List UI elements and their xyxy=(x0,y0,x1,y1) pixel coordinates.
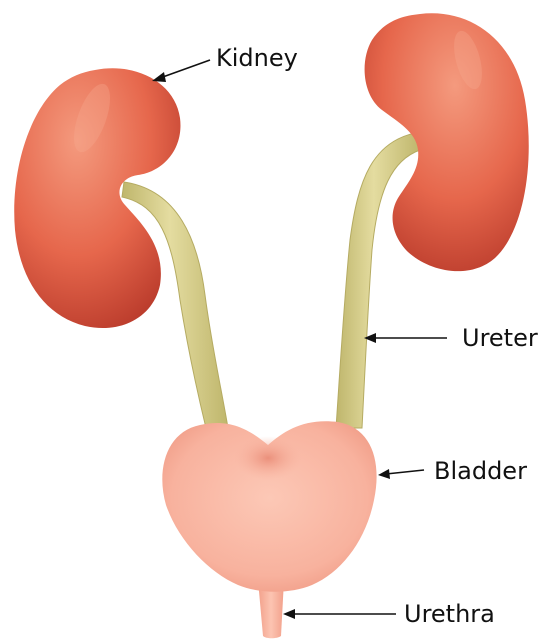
right-kidney xyxy=(365,13,529,271)
kidney-arrow xyxy=(160,60,210,78)
urethra-label-group: Urethra xyxy=(283,600,495,628)
kidney-label: Kidney xyxy=(216,44,298,72)
bladder-label-group: Bladder xyxy=(378,457,527,485)
right-ureter xyxy=(336,132,420,428)
bladder-label: Bladder xyxy=(434,457,527,485)
urethra-arrowhead xyxy=(283,609,295,619)
bladder-arrow xyxy=(386,470,424,474)
ureter-label: Ureter xyxy=(462,324,538,352)
bladder xyxy=(162,421,376,592)
ureter-label-group: Ureter xyxy=(364,324,538,352)
kidney-arrowhead xyxy=(152,72,166,82)
kidney-label-group: Kidney xyxy=(152,44,298,82)
urethra-label: Urethra xyxy=(404,600,495,628)
bladder-arrowhead xyxy=(378,469,390,479)
